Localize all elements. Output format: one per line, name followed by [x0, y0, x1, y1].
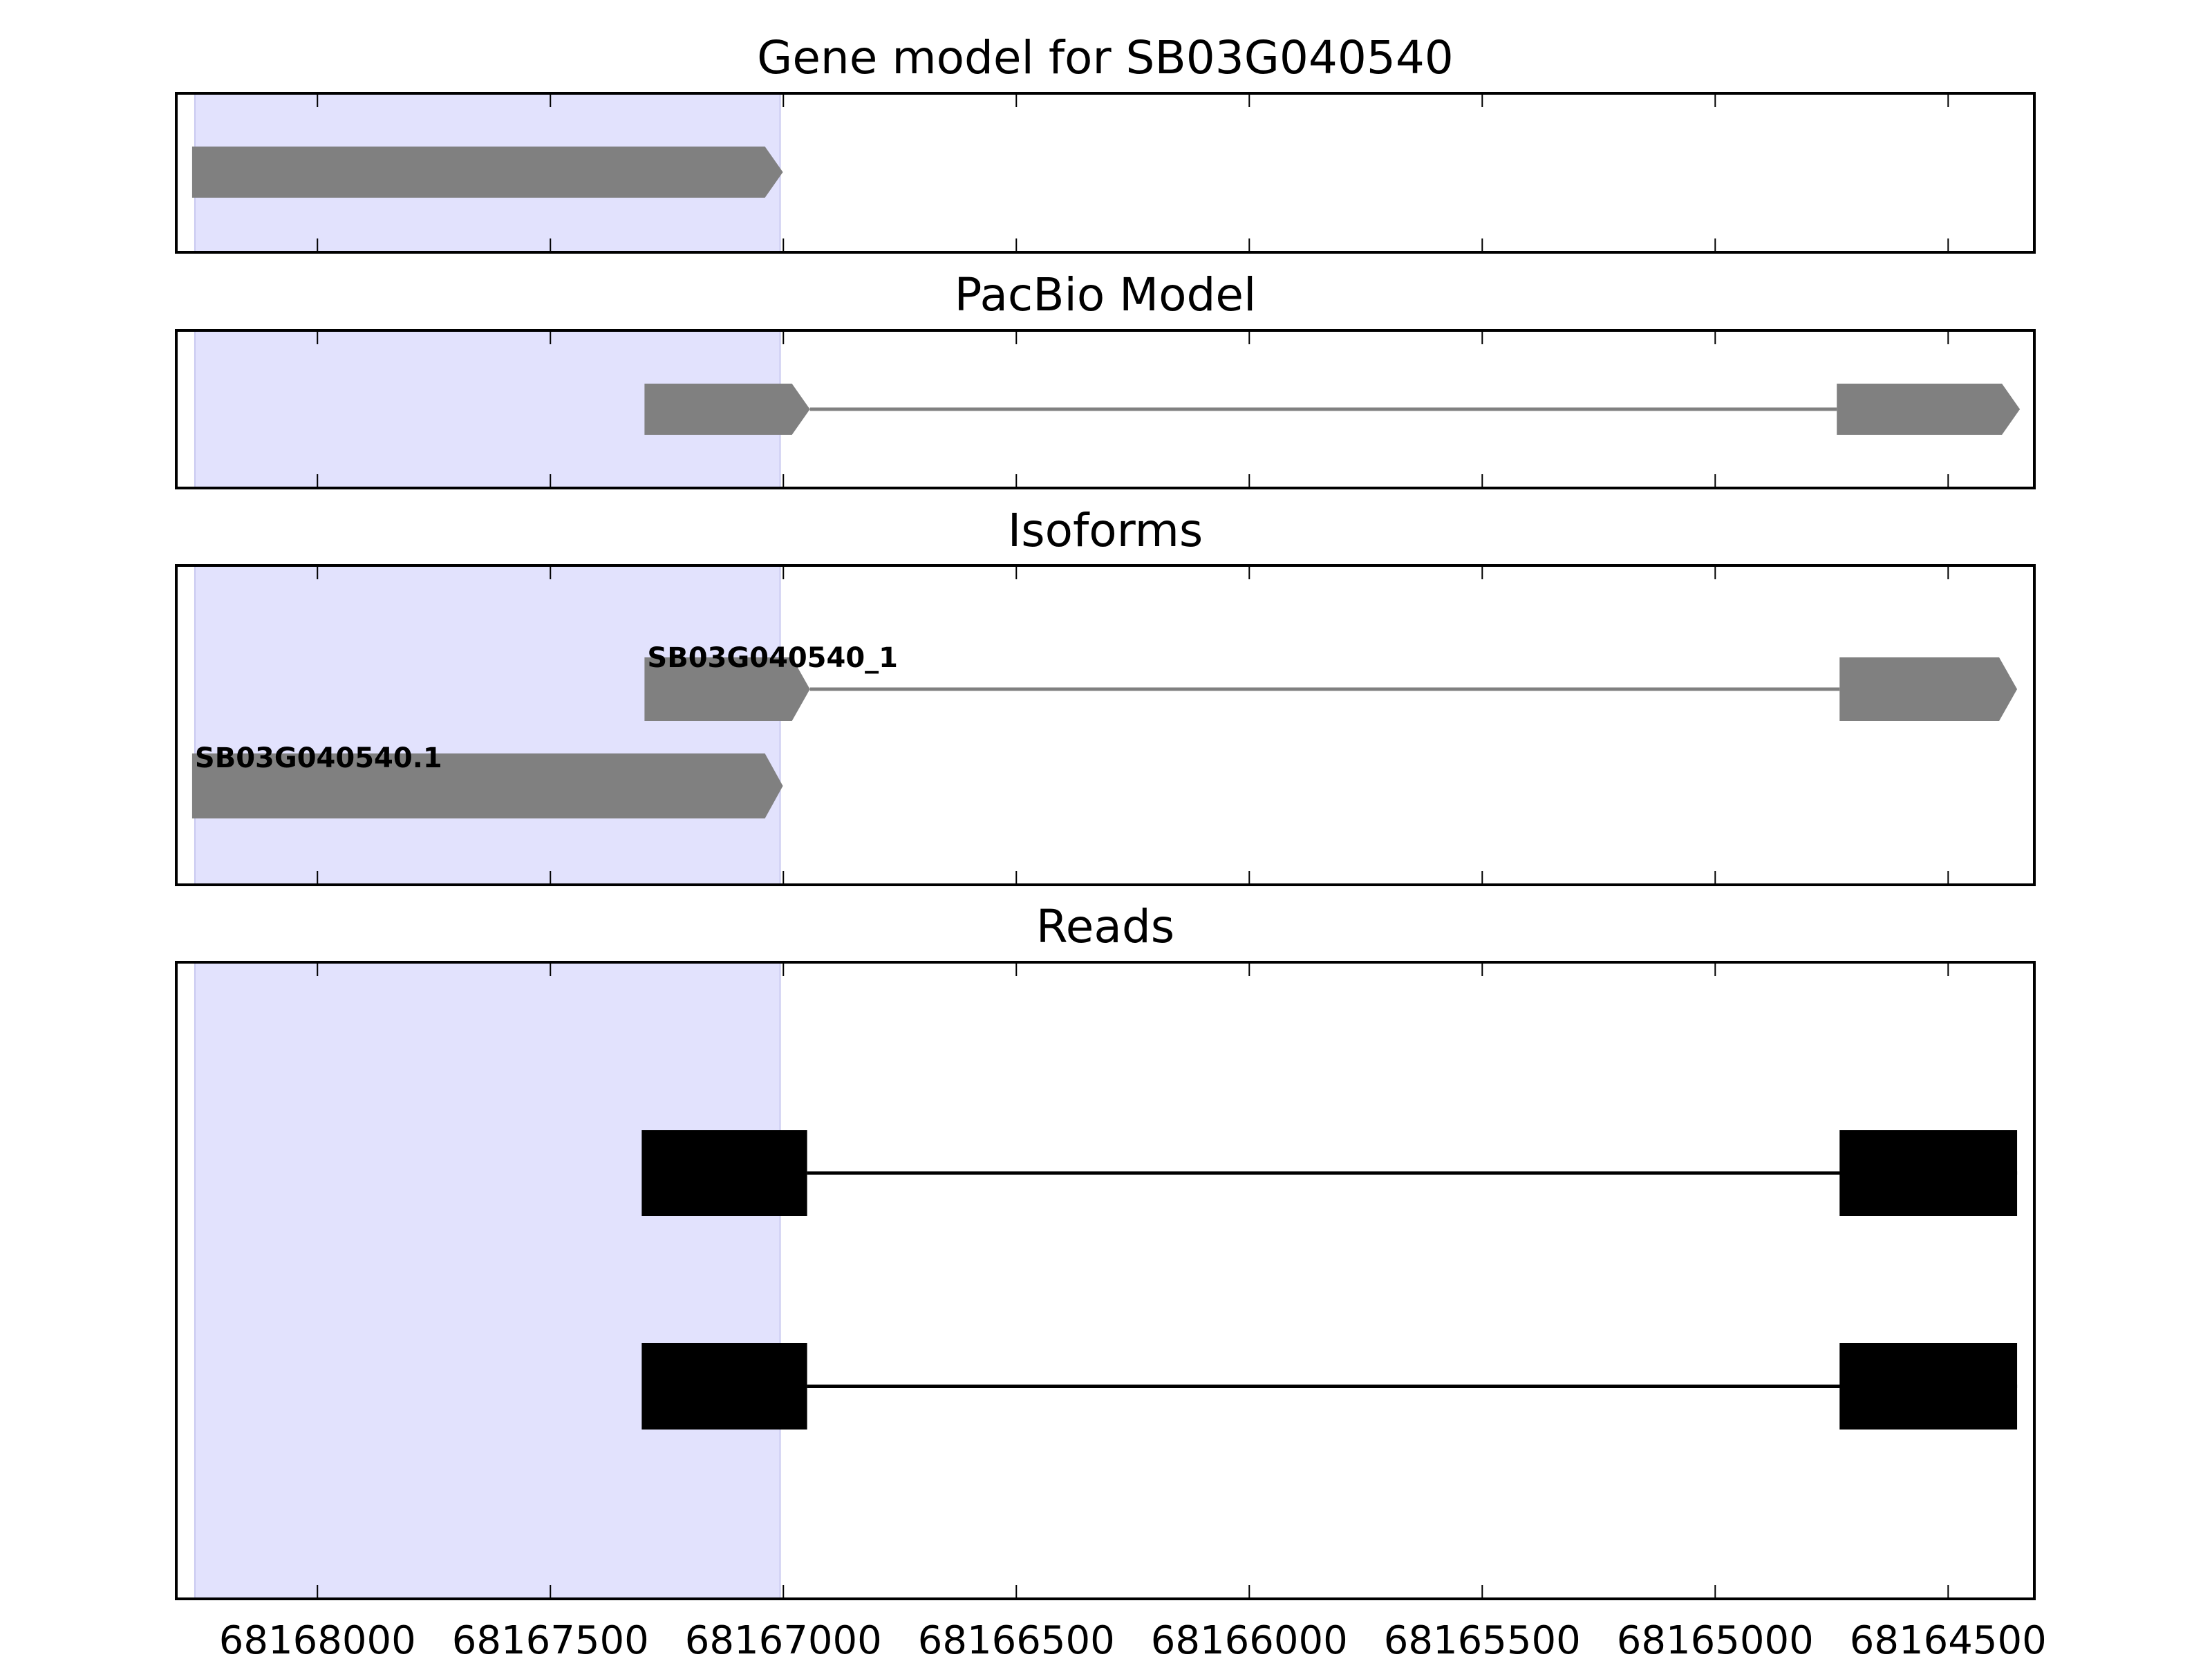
panel-title: Reads	[1036, 900, 1174, 953]
panel-frame	[175, 961, 2036, 1600]
panel-frame	[175, 564, 2036, 886]
panel-title: Gene model for SB03G040540	[757, 31, 1454, 84]
isoform-label: SB03G040540.1	[195, 742, 442, 774]
panel-title: PacBio Model	[955, 268, 1257, 321]
read-exon	[641, 1343, 807, 1430]
exon-arrow	[644, 384, 810, 435]
panel-title: Isoforms	[1008, 504, 1203, 557]
panel-frame	[175, 329, 2036, 489]
highlight-region	[194, 565, 781, 885]
x-tick-label: 68167000	[685, 1618, 882, 1659]
x-tick-label: 68165000	[1617, 1618, 1814, 1659]
x-tick-label: 68166000	[1151, 1618, 1348, 1659]
panel-frame	[175, 92, 2036, 254]
exon-arrow	[191, 753, 783, 818]
exon-arrow	[1837, 384, 2021, 435]
highlight-region	[194, 962, 781, 1600]
x-tick-label: 68166500	[918, 1618, 1115, 1659]
x-tick-label: 68168000	[219, 1618, 416, 1659]
read-exon	[1839, 1343, 2018, 1430]
read-exon	[641, 1130, 807, 1216]
x-tick-label: 68167500	[452, 1618, 649, 1659]
exon-arrow	[191, 147, 783, 198]
x-tick-label: 68165500	[1384, 1618, 1581, 1659]
exon-arrow	[1839, 657, 2018, 721]
read-exon	[1839, 1130, 2018, 1216]
exon-arrow	[644, 657, 810, 721]
isoform-label: SB03G040540_1	[647, 642, 898, 674]
x-tick-label: 68164500	[1850, 1618, 2047, 1659]
